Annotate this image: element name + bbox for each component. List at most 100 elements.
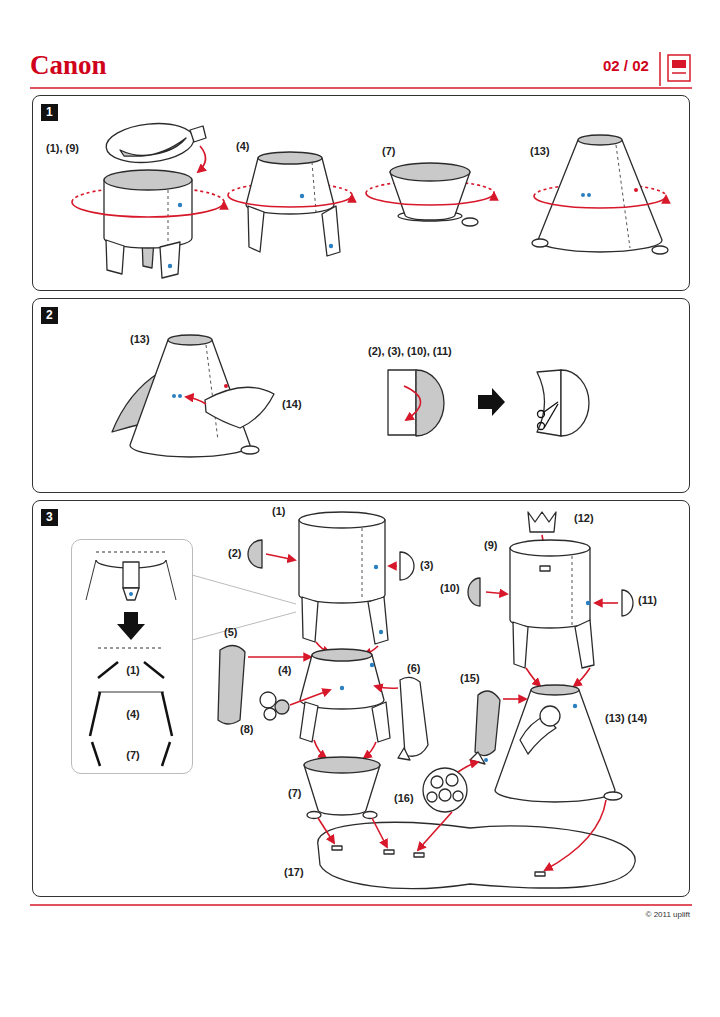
- right-figure-parts-stroke: [526, 668, 540, 686]
- part-number: (5): [224, 626, 237, 638]
- fold-step-stroke: [478, 388, 505, 416]
- inset-sketch-stroke: [144, 662, 164, 678]
- step-panel: 3(1)(4)(7): [32, 500, 690, 897]
- part-number: (1): [272, 505, 285, 517]
- base-plate-stroke: [414, 853, 424, 857]
- header-rule-stroke: [659, 52, 661, 86]
- inset-sketch-stroke: [192, 575, 296, 604]
- cone-part-stroke: [587, 193, 591, 197]
- left-figure-parts-stroke: [299, 512, 385, 528]
- right-figure-parts-stroke: [503, 698, 526, 700]
- left-figure-parts-stroke: [400, 552, 414, 580]
- left-figure-parts-stroke: [275, 700, 289, 714]
- head-cylinder-stroke: [120, 138, 186, 156]
- head-cylinder: [72, 120, 224, 278]
- left-figure-parts-stroke: [260, 692, 276, 708]
- cup-part-stroke: [366, 193, 494, 205]
- cone-with-cape-stroke: [206, 345, 218, 440]
- head-cylinder-stroke: [160, 242, 180, 278]
- right-figure-parts-stroke: [528, 512, 556, 532]
- ball-part-stroke: [446, 774, 458, 786]
- inset-sketch-stroke: [117, 612, 145, 640]
- ball-part-stroke: [545, 800, 606, 870]
- right-figure-parts-stroke: [586, 601, 590, 605]
- head-cylinder-stroke: [104, 120, 195, 167]
- left-figure-parts-stroke: [375, 686, 398, 688]
- step-number: 1: [41, 104, 58, 121]
- header-rule: [30, 52, 692, 905]
- fold-step-stroke: [388, 370, 416, 435]
- right-figure-parts-stroke: [513, 622, 528, 668]
- left-figure-parts-stroke: [300, 655, 384, 709]
- left-figure-parts-stroke: [312, 649, 372, 661]
- inset-sketch-stroke: [162, 692, 172, 736]
- right-figure-parts-stroke: [540, 566, 550, 571]
- head-cylinder-stroke: [106, 240, 124, 274]
- right-figure-parts-stroke: [484, 758, 488, 762]
- right-figure-parts-stroke: [468, 578, 480, 606]
- part-number: (3): [420, 559, 433, 571]
- cone-part-stroke: [581, 193, 585, 197]
- inset-sketch-stroke: [98, 692, 164, 693]
- ball-part-stroke: [453, 791, 463, 801]
- part-number: (13): [130, 333, 150, 345]
- inset-sketch-stroke: [123, 588, 139, 600]
- step-number: 2: [41, 307, 58, 324]
- left-figure-parts-stroke: [364, 742, 376, 758]
- head-cylinder-stroke: [104, 170, 192, 190]
- part-number: (17): [284, 866, 304, 878]
- inset-sketch-stroke: [123, 562, 139, 588]
- inset-sketch-stroke: [192, 612, 296, 640]
- part-number: (7): [382, 145, 395, 157]
- right-figure-parts-stroke: [475, 691, 500, 756]
- cone-part-stroke: [616, 145, 630, 248]
- left-figure-parts-stroke: [300, 702, 318, 742]
- detail-inset: (1)(4)(7): [71, 539, 193, 774]
- part-number: (13): [530, 145, 550, 157]
- inset-sketch-stroke: [129, 592, 133, 596]
- head-cylinder-stroke: [178, 203, 182, 207]
- right-figure-parts-stroke: [575, 620, 594, 668]
- left-figure-parts-stroke: [372, 702, 390, 742]
- base-plate-stroke: [372, 818, 387, 847]
- cup-part-stroke: [462, 218, 478, 226]
- part-number: (4): [126, 708, 139, 720]
- cone-with-cape-stroke: [186, 397, 206, 404]
- header-rule-stroke: [30, 904, 692, 906]
- part-number: (7): [126, 749, 139, 761]
- left-figure-parts-stroke: [398, 748, 410, 760]
- right-figure-parts-stroke: [574, 668, 590, 686]
- part-number: (16): [394, 792, 414, 804]
- fold-step-stroke: [416, 370, 417, 436]
- base-plate-stroke: [384, 850, 394, 854]
- head-cylinder-stroke: [168, 190, 169, 246]
- ball-part-stroke: [427, 792, 437, 802]
- part-number: (14): [282, 398, 302, 410]
- copyright-note: © 2011 uplift: [646, 910, 690, 919]
- part-number: (2), (3), (10), (11): [368, 345, 452, 357]
- header-rule-stroke: [30, 87, 692, 89]
- part-number: (8): [240, 723, 253, 735]
- right-figure-parts-stroke: [604, 792, 622, 800]
- header-rule-stroke: [668, 55, 690, 81]
- cone-part-stroke: [634, 188, 638, 192]
- base-plate-stroke: [332, 846, 342, 850]
- fold-step-stroke: [537, 370, 561, 436]
- cup-part-stroke: [390, 163, 470, 181]
- right-figure-parts-stroke: [572, 556, 573, 625]
- left-figure-parts-stroke: [379, 630, 383, 634]
- part-number: (13) (14): [605, 712, 647, 724]
- ball-part-stroke: [418, 812, 452, 850]
- left-figure-parts-stroke: [370, 663, 374, 667]
- right-figure-parts-stroke: [510, 540, 590, 556]
- part-number: (10): [440, 582, 460, 594]
- left-figure-parts-stroke: [374, 565, 378, 569]
- fold-step-stroke: [538, 411, 545, 418]
- left-figure-parts-stroke: [248, 540, 262, 568]
- ball-part-stroke: [458, 762, 478, 772]
- inset-sketch-stroke: [98, 648, 164, 649]
- right-figure-parts-stroke: [540, 706, 560, 726]
- base-plate: [318, 818, 635, 889]
- left-figure-parts-stroke: [314, 740, 326, 758]
